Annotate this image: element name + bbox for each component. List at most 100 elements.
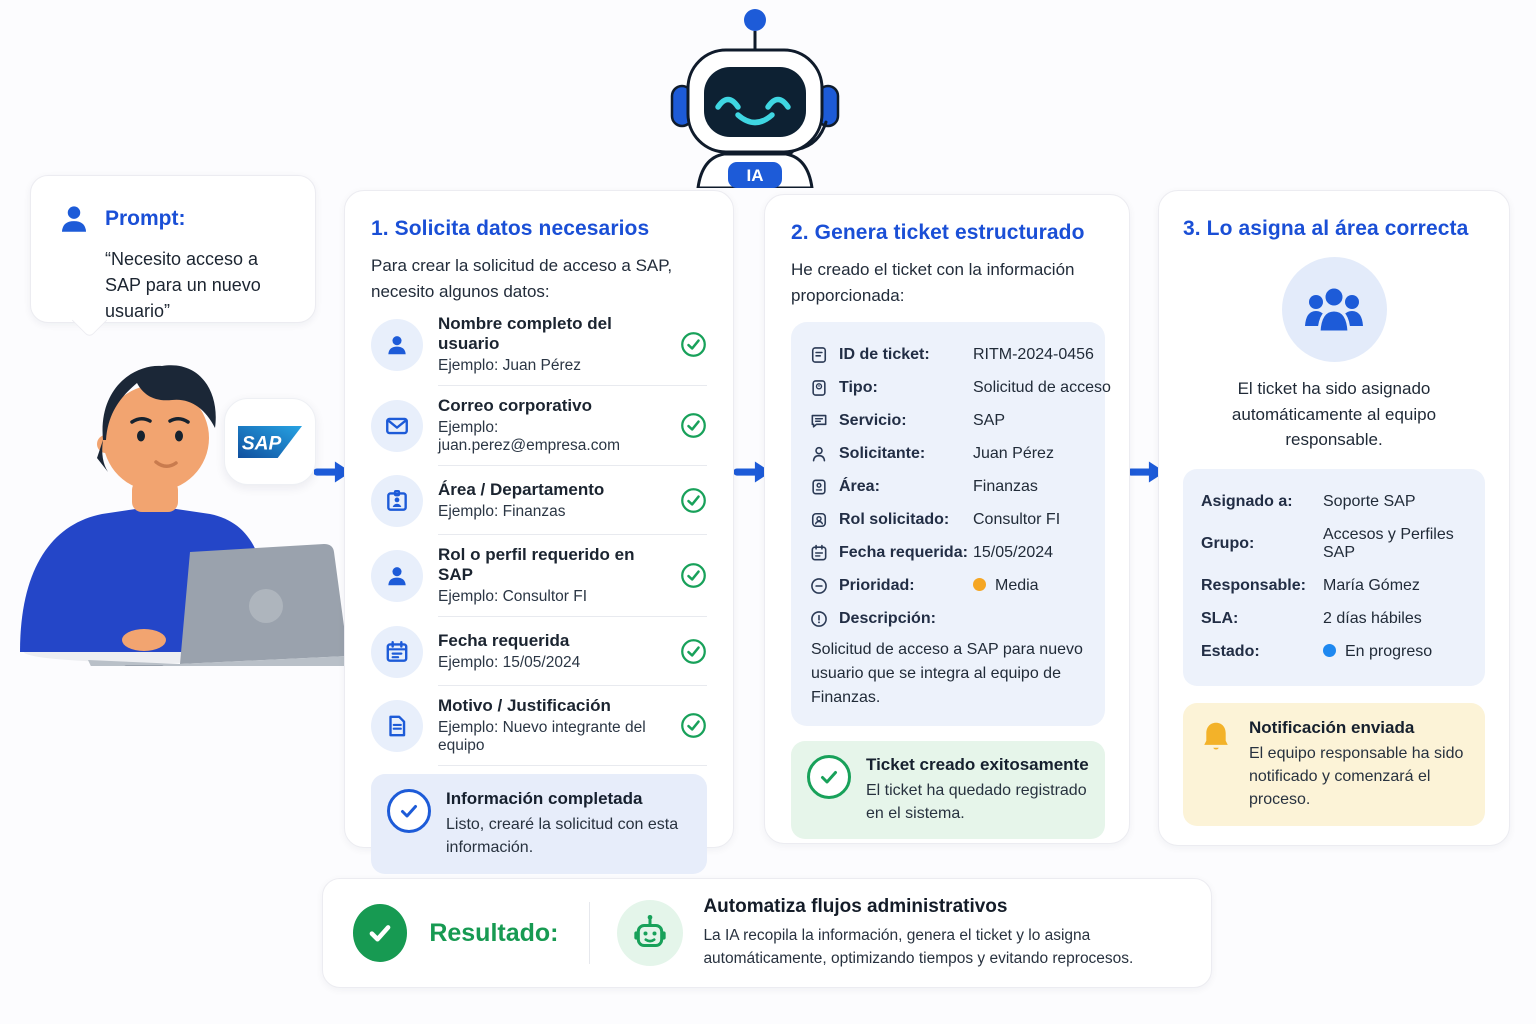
robot-left-eye — [715, 96, 741, 110]
ticket-value: Finanzas — [973, 477, 1038, 495]
assignment-label: Grupo: — [1201, 535, 1255, 552]
calendar-icon — [811, 544, 827, 560]
team-icon-circle — [1281, 257, 1387, 362]
clipboard-icon — [811, 346, 827, 363]
assignment-row: Responsable: María Gómez — [1201, 570, 1469, 603]
id-badge-icon — [812, 479, 826, 494]
field-label: Área / Departamento — [438, 479, 605, 499]
ticket-created-box: Ticket creado exitosamente El ticket ha … — [791, 741, 1105, 840]
user-icon — [371, 550, 423, 602]
assignment-panel: Asignado a: Soporte SAP Grupo: Accesos y… — [1183, 468, 1485, 686]
check-circle-icon — [681, 563, 706, 588]
assignment-row-status: Estado: En progreso — [1201, 636, 1469, 669]
user-icon — [61, 206, 87, 232]
assignment-label: Asignado a: — [1201, 493, 1293, 510]
notification-box: Notificación enviada El equipo responsab… — [1183, 702, 1485, 827]
description-label: Descripción: — [839, 609, 936, 627]
ticket-value: RITM-2024-0456 — [973, 345, 1094, 363]
ticket-row: Rol solicitado: Consultor FI — [809, 503, 1089, 536]
check-circle-icon — [681, 487, 706, 513]
ticket-created-title: Ticket creado exitosamente — [866, 755, 1089, 774]
info-completed-box: Información completada Listo, crearé la … — [371, 774, 707, 875]
arrow-right-icon — [734, 461, 772, 483]
ticket-value: Solicitud de acceso — [973, 378, 1111, 396]
ticket-label: Prioridad: — [839, 576, 915, 594]
check-circle-icon — [681, 713, 706, 738]
check-circle-icon — [681, 638, 706, 664]
check-circle-icon — [807, 755, 851, 799]
step3-intro: El ticket ha sido asignado automáticamen… — [1231, 379, 1437, 449]
ticket-row: Fecha requerida: 15/05/2024 — [809, 536, 1089, 569]
sap-logo: SAP — [238, 425, 302, 458]
ticket-label: Solicitante: — [839, 444, 926, 462]
step3-card: 3. Lo asigna al área correcta El ticket … — [1158, 190, 1510, 846]
ticket-row-priority: Prioridad: Media — [809, 569, 1089, 602]
arrow-right-icon — [314, 461, 352, 483]
field-example: Ejemplo: Finanzas — [438, 502, 566, 520]
field-example: Ejemplo: 15/05/2024 — [438, 653, 581, 671]
assignment-row: SLA: 2 días hábiles — [1201, 603, 1469, 636]
ticket-value: Consultor FI — [973, 510, 1061, 528]
assignment-value: 2 días hábiles — [1323, 610, 1422, 627]
id-card-icon — [371, 474, 423, 527]
notification-title: Notificación enviada — [1249, 717, 1415, 737]
person-hand — [122, 629, 166, 651]
ai-robot-mascot: IA — [670, 9, 840, 188]
prompt-bubble: Prompt: “Necesito acceso a SAP para un n… — [30, 175, 316, 323]
info-completed-text: Listo, crearé la solicitud con esta info… — [446, 816, 679, 857]
step2-title: 2. Genera ticket estructurado — [791, 221, 1085, 244]
file-icon — [812, 379, 826, 396]
ticket-value: SAP — [973, 411, 1006, 429]
result-description: La IA recopila la información, genera el… — [703, 926, 1134, 967]
status-dot — [1323, 644, 1336, 657]
document-icon — [371, 700, 423, 752]
ticket-label: Fecha requerida: — [839, 543, 968, 561]
status-text: En progreso — [1345, 643, 1433, 660]
check-circle-icon — [353, 904, 408, 962]
prompt-title: Prompt: — [105, 207, 186, 230]
field-row-fecha: Fecha requerida Ejemplo: 15/05/2024 — [371, 617, 707, 686]
assignment-value: Soporte SAP — [1323, 493, 1416, 510]
field-example: Ejemplo: juan.perez@empresa.com — [438, 419, 621, 454]
field-row-nombre: Nombre completo del usuario Ejemplo: Jua… — [371, 304, 707, 386]
field-example: Ejemplo: Consultor FI — [438, 588, 588, 605]
field-row-motivo: Motivo / Justificación Ejemplo: Nuevo in… — [371, 686, 707, 766]
robot-icon — [634, 915, 667, 947]
check-circle-icon — [681, 413, 706, 438]
user-icon — [371, 319, 423, 371]
priority-icon — [811, 577, 827, 594]
ticket-label: Servicio: — [839, 411, 907, 429]
assignment-row: Grupo: Accesos y Perfiles SAP — [1201, 519, 1469, 570]
calendar-icon — [371, 625, 423, 678]
sap-app-icon: SAP — [224, 398, 316, 485]
field-label: Rol o perfil requerido en SAP — [438, 545, 635, 584]
robot-icon-circle — [617, 900, 684, 966]
result-title: Automatiza flujos administrativos — [703, 895, 1008, 917]
field-label: Motivo / Justificación — [438, 696, 611, 715]
priority-dot — [973, 577, 986, 591]
ticket-row: Solicitante: Juan Pérez — [809, 437, 1089, 470]
ticket-value: Juan Pérez — [973, 444, 1054, 462]
assignment-value: Accesos y Perfiles SAP — [1323, 526, 1454, 561]
field-label: Correo corporativo — [438, 396, 592, 415]
info-circle-icon — [811, 610, 827, 627]
step1-intro: Para crear la solicitud de acceso a SAP,… — [371, 256, 673, 301]
person-at-laptop-illustration — [20, 365, 353, 666]
divider — [588, 902, 590, 964]
field-row-area: Área / Departamento Ejemplo: Finanzas — [371, 466, 707, 535]
check-circle-icon — [387, 789, 431, 833]
result-bar: Resultado: Automatiza flujos administrat… — [322, 878, 1212, 988]
robot-smile — [735, 112, 775, 126]
ticket-label: ID de ticket: — [839, 345, 930, 363]
ticket-row: ID de ticket: RITM-2024-0456 — [809, 338, 1094, 371]
ticket-value: 15/05/2024 — [973, 543, 1054, 561]
ticket-row: Área: Finanzas — [809, 470, 1089, 503]
person-hair — [102, 365, 216, 440]
team-icon — [1305, 285, 1363, 333]
notification-text: El equipo responsable ha sido notificado… — [1249, 744, 1464, 808]
info-completed-title: Información completada — [446, 789, 643, 808]
robot-antenna-ball — [744, 9, 766, 31]
step2-card: 2. Genera ticket estructurado He creado … — [764, 194, 1130, 844]
prompt-quote: “Necesito acceso a SAP para un nuevo usu… — [105, 249, 261, 322]
